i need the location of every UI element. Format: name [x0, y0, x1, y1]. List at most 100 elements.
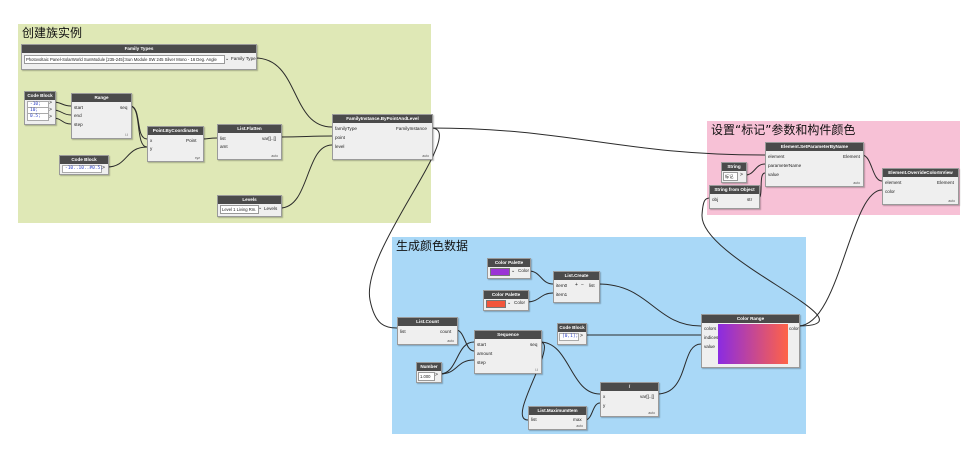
input-port-indices[interactable]: indices [704, 335, 719, 340]
input-port-item1[interactable]: item1 [556, 292, 568, 297]
chevron-down-icon[interactable]: ⌄ [507, 300, 512, 306]
output-port[interactable]: > [49, 107, 52, 113]
input-port-colors[interactable]: colors [704, 326, 717, 331]
node-code-block-3[interactable]: Code Block [0,1]; > [557, 323, 587, 345]
node-range[interactable]: Range start end step seq l.l [71, 93, 132, 139]
node-point-by-coordinates[interactable]: Point.ByCoordinates x y Point xyz [147, 126, 204, 162]
output-port-count[interactable]: count [440, 329, 452, 334]
output-port-levels[interactable]: Levels [264, 206, 278, 211]
code-line-1[interactable]: [0,1]; [559, 333, 579, 341]
output-port-color[interactable]: color [789, 326, 799, 331]
node-family-types[interactable]: Family Types Photovoltaic Panel-SolarWor… [21, 44, 257, 70]
node-title: Color Palette [488, 259, 530, 267]
lacing-indicator: auto [576, 424, 583, 428]
node-element-set-parameter-by-name[interactable]: Element.SetParameterByName element param… [765, 142, 864, 187]
input-port-obj[interactable]: obj [712, 197, 719, 202]
input-port-level[interactable]: level [335, 144, 345, 149]
input-port-list[interactable]: list [220, 136, 226, 141]
node-string[interactable]: String 标记 > [721, 162, 747, 183]
add-input-icon[interactable]: + [575, 282, 578, 288]
output-port-point[interactable]: Point [186, 138, 197, 143]
input-port-color[interactable]: color [885, 189, 895, 194]
node-list-count[interactable]: List.Count list count auto [397, 317, 458, 345]
output-port-color[interactable]: Color [518, 268, 529, 273]
output-port-element[interactable]: Element [843, 154, 860, 159]
string-input[interactable]: 标记 [723, 172, 738, 181]
node-color-palette-1[interactable]: Color Palette ⌄ Color [487, 258, 531, 279]
input-port-point[interactable]: point [335, 135, 345, 140]
input-port-amt[interactable]: amt [220, 144, 228, 149]
node-title: String from Object [710, 186, 759, 194]
number-input[interactable]: 1.000 [418, 372, 435, 381]
output-port-max[interactable]: max [573, 417, 582, 422]
node-string-from-object[interactable]: String from Object obj str [709, 185, 760, 209]
family-type-dropdown[interactable]: Photovoltaic Panel-SolarWorld SunModule … [24, 55, 225, 64]
group-title-create: 创建族实例 [22, 26, 83, 40]
node-list-maximum-item[interactable]: List.MaximumItem list max auto [528, 406, 587, 430]
node-list-flatten[interactable]: List.Flatten list amt var[]..[] auto [217, 124, 282, 160]
node-color-palette-2[interactable]: Color Palette ⌄ Color [483, 290, 529, 311]
code-line-3[interactable]: 0.5; [27, 113, 49, 121]
node-divide[interactable]: / x y var[]..[] auto [600, 382, 659, 417]
input-port-start[interactable]: start [477, 342, 486, 347]
input-port-amount[interactable]: amount [477, 351, 493, 356]
lacing-indicator: xyz [194, 156, 200, 160]
chevron-down-icon[interactable]: ⌄ [511, 268, 516, 274]
code-line-1[interactable]: -10..10..#0.5; [62, 165, 103, 173]
node-number[interactable]: Number 1.000 > [416, 362, 442, 383]
node-title: Family Types [22, 45, 256, 53]
output-port-color[interactable]: Color [514, 300, 525, 305]
output-port-family-type[interactable]: Family Type [231, 56, 256, 61]
output-port[interactable]: > [435, 372, 438, 378]
input-port-value[interactable]: value [768, 172, 779, 177]
output-port[interactable]: > [580, 333, 583, 339]
input-port-start[interactable]: start [74, 105, 83, 110]
input-port-family-type[interactable]: familyType [335, 126, 357, 131]
node-sequence[interactable]: Sequence start amount step seq l.l [474, 330, 542, 374]
output-port-family-instance[interactable]: FamilyInstance [396, 126, 427, 131]
input-port-y[interactable]: y [150, 146, 153, 151]
input-port-element[interactable]: element [768, 154, 785, 159]
output-port-list[interactable]: list [589, 283, 595, 288]
node-color-range[interactable]: Color Range colors indices value color [701, 314, 800, 368]
remove-input-icon[interactable]: − [581, 282, 584, 288]
input-port-list[interactable]: list [531, 417, 537, 422]
node-title: List.Create [554, 272, 599, 280]
input-port-element[interactable]: element [885, 180, 902, 185]
input-port-list[interactable]: list [400, 329, 406, 334]
node-title: Color Palette [484, 291, 528, 299]
output-port-var[interactable]: var[]..[] [640, 394, 655, 399]
output-port[interactable]: > [49, 100, 52, 106]
node-element-override-color-in-view[interactable]: Element.OverrideColorInView element colo… [882, 168, 959, 205]
input-port-parameter-name[interactable]: parameterName [768, 163, 802, 168]
input-port-step[interactable]: step [74, 122, 83, 127]
node-list-create[interactable]: List.Create item0 item1 + − list [553, 271, 600, 303]
node-family-instance-by-point-and-level[interactable]: FamilyInstance.ByPointAndLevel familyTyp… [332, 114, 433, 160]
output-port[interactable]: > [49, 114, 52, 120]
input-port-x[interactable]: x [150, 138, 153, 143]
input-port-end[interactable]: end [74, 113, 82, 118]
input-port-step[interactable]: step [477, 360, 486, 365]
input-port-item0[interactable]: item0 [556, 283, 568, 288]
color-swatch[interactable] [486, 300, 506, 308]
input-port-value[interactable]: value [704, 344, 715, 349]
output-port-seq[interactable]: seq [120, 105, 128, 110]
node-levels[interactable]: Levels Level 1 Living Rm. ⌄ Levels [217, 195, 282, 217]
lacing-indicator: auto [422, 154, 429, 158]
chevron-down-icon[interactable]: ⌄ [258, 205, 263, 211]
level-dropdown[interactable]: Level 1 Living Rm. [220, 205, 259, 214]
output-port-var[interactable]: var[]..[] [262, 136, 277, 141]
output-port[interactable]: > [740, 172, 743, 178]
output-port-element[interactable]: Element [937, 180, 954, 185]
node-title: Levels [218, 196, 281, 204]
input-port-x[interactable]: x [603, 394, 606, 399]
input-port-y[interactable]: y [603, 403, 606, 408]
node-code-block-1[interactable]: Code Block -10; 10; 0.5; > > > [24, 91, 56, 125]
color-swatch[interactable] [490, 268, 510, 276]
node-title: Point.ByCoordinates [148, 127, 203, 135]
output-port[interactable]: > [102, 165, 105, 171]
output-port-seq[interactable]: seq [530, 342, 538, 347]
chevron-down-icon[interactable]: ⌄ [225, 56, 230, 62]
output-port-str[interactable]: str [747, 197, 753, 202]
node-code-block-2[interactable]: Code Block -10..10..#0.5; > [59, 155, 109, 175]
